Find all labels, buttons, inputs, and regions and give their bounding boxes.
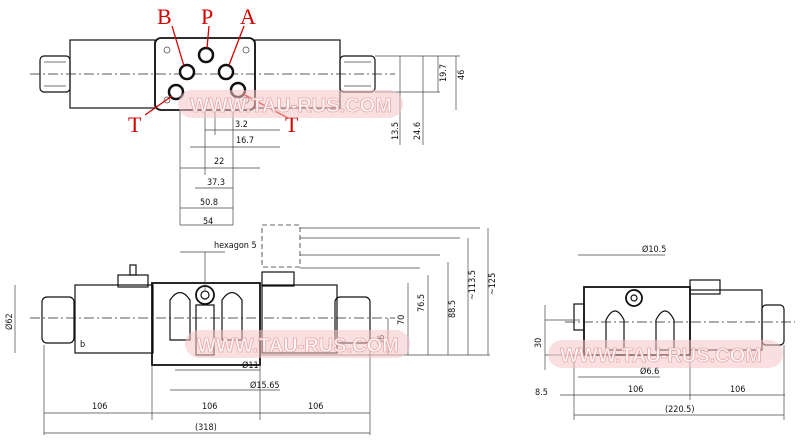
side-view-dimensions: Ø10.5 Ø6.6 30 8.5 106 106 (220.5)	[534, 244, 785, 420]
side-view: Ø10.5 Ø6.6 30 8.5 106 106 (220.5)	[534, 244, 795, 420]
label-t-left: T	[128, 112, 142, 137]
hexagon-label: hexagon 5	[214, 241, 257, 251]
connector-outline	[261, 224, 301, 268]
side-nut	[573, 303, 585, 331]
drawing-rect	[548, 340, 783, 368]
label-t-right: T	[285, 112, 299, 137]
left-label: b	[80, 340, 85, 350]
body106-label: 106	[628, 385, 643, 395]
side-knob	[761, 304, 785, 346]
port-p	[197, 46, 215, 64]
drawing-line	[206, 25, 210, 49]
d246-label: 24.6	[413, 122, 423, 140]
port-b	[178, 63, 196, 81]
d508-label: 50.8	[200, 198, 218, 208]
left-knob-front	[41, 296, 75, 344]
drawing-circle	[630, 294, 638, 302]
port-a	[217, 63, 235, 81]
watermark-label: WWW.TAU-RUS.COM	[190, 95, 392, 117]
top-view-dimensions: 3.2 16.7 22 37.3 50.8 54 19.7 46 13.5 24…	[179, 55, 467, 227]
dia1565-label: Ø15.65	[250, 380, 280, 391]
port-callouts: B P A T T	[128, 4, 299, 137]
drawing-rect	[178, 90, 403, 118]
side-connector	[689, 279, 721, 295]
d167-label: 16.7	[236, 136, 254, 146]
watermark-label: WWW.TAU-RUS.COM	[560, 345, 762, 367]
top-view: B P A T T 3.2 16.7 22 37.3 50.8 54	[30, 4, 467, 227]
coil106-label: 106	[730, 385, 745, 395]
label-a: A	[240, 4, 256, 29]
d135-label: 13.5	[391, 122, 401, 140]
d54-label: 54	[203, 217, 213, 227]
d46-label: 46	[457, 70, 467, 80]
right106-label: 106	[308, 402, 323, 412]
d373-label: 37.3	[207, 178, 225, 188]
total-label: (220.5)	[665, 405, 695, 415]
d125-label: ~125	[488, 273, 498, 295]
right-connector	[261, 271, 295, 287]
left-coil-front	[74, 284, 154, 354]
drawing-line	[144, 95, 173, 116]
watermark: WWW.TAU-RUS.COM WWW.TAU-RUS.COM WWW.TAU-…	[178, 90, 783, 368]
d85-label: 8.5	[535, 388, 548, 398]
watermark-label: WWW.TAU-RUS.COM	[197, 335, 399, 357]
dia62-label: Ø62	[4, 313, 15, 330]
drawing-circle	[163, 46, 171, 54]
drawing-line	[228, 25, 245, 66]
valve-body-front	[151, 282, 261, 366]
d70-label: 70	[397, 315, 407, 325]
dia66-label: Ø6.6	[640, 366, 659, 377]
drawing-circle	[163, 96, 171, 104]
d1135-label: ~113.5	[468, 270, 478, 300]
d30-label: 30	[534, 338, 544, 348]
drawing-line	[171, 25, 185, 67]
dia105-label: Ø10.5	[642, 244, 666, 255]
dia11-label: Ø11	[242, 360, 259, 371]
drawing-circle	[200, 290, 210, 300]
manual-override-side	[625, 289, 643, 307]
drawing-circle	[242, 46, 250, 54]
mid106-label: 106	[202, 402, 217, 412]
d22-label: 22	[214, 157, 224, 167]
d197-label: 19.7	[439, 64, 449, 82]
label-p: P	[201, 4, 213, 29]
d32-label: 3.2	[235, 120, 248, 130]
total-label: (318)	[195, 423, 217, 433]
port-t-left	[167, 83, 185, 101]
label-b: B	[157, 4, 172, 29]
left106-label: 106	[92, 402, 107, 412]
drawing-rect	[129, 264, 137, 276]
drawing-rect	[185, 330, 410, 358]
d885-label: 88.5	[448, 300, 458, 318]
d765-label: 76.5	[417, 294, 427, 312]
